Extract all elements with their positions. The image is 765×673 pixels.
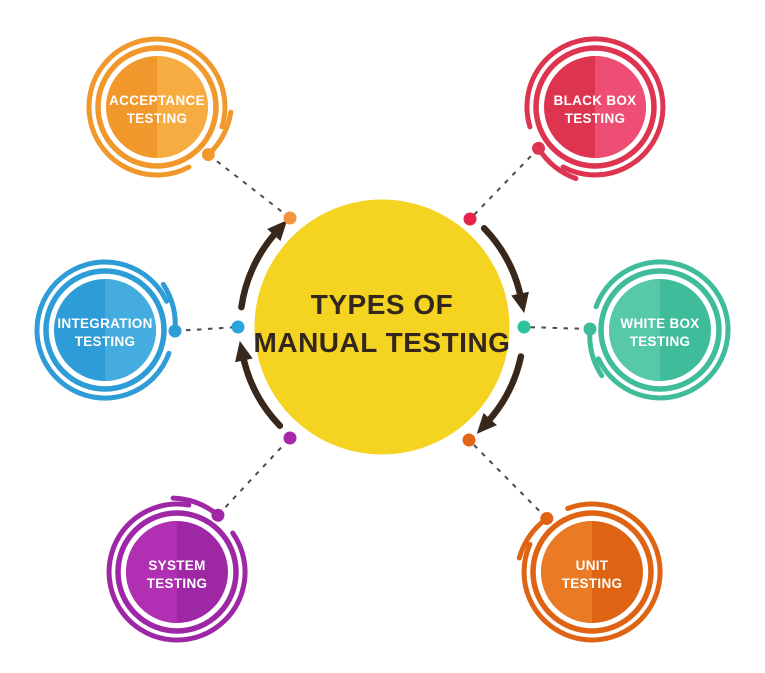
center-dot-white-box: [517, 320, 531, 334]
node-spiral: [583, 259, 731, 401]
connector-line-black-box: [469, 147, 540, 220]
node-label-line1: WHITE BOX: [620, 316, 699, 331]
connector-knob: [531, 141, 545, 155]
spiral-arc-outer: [521, 501, 663, 643]
arrow-head-top-left: [267, 220, 288, 241]
node-ring: [530, 510, 654, 634]
node-acceptance-testing: ACCEPTANCE TESTING: [86, 36, 234, 178]
arrow-arc-bottom-right: [484, 353, 525, 426]
center-dot-unit: [462, 433, 476, 447]
arrow-head-bottom-right: [476, 413, 497, 434]
node-label-line2: TESTING: [147, 576, 208, 591]
node-label-line1: INTEGRATION: [57, 316, 152, 331]
node-label-line1: BLACK BOX: [554, 93, 637, 108]
center-dot-acceptance: [283, 211, 297, 225]
rotation-arrows: [235, 220, 529, 434]
node-label-line1: ACCEPTANCE: [109, 93, 205, 108]
spiral-arc-outer: [34, 259, 172, 401]
node-ring: [115, 510, 239, 634]
connector-knob: [211, 508, 225, 522]
node-ring: [95, 45, 219, 169]
node-ring: [43, 268, 167, 392]
connector-knob: [168, 324, 182, 338]
connector-line-white-box: [523, 326, 591, 330]
center-dot-integration: [231, 320, 245, 334]
center-dots: [231, 211, 531, 447]
center-title: TYPES OF MANUAL TESTING: [254, 289, 511, 358]
node-label-line2: TESTING: [630, 334, 691, 349]
center-dot-system: [283, 431, 297, 445]
node-spiral: [86, 36, 234, 178]
node-spiral: [516, 501, 663, 643]
connector-knob: [540, 512, 554, 526]
connector-knob: [583, 322, 597, 336]
node-ring: [533, 45, 657, 169]
spiral-arc-outer: [86, 36, 228, 178]
arrow-arc-bottom-left: [239, 353, 284, 429]
node-black-box-testing: BLACK BOX TESTING: [524, 36, 666, 182]
center-dot-black-box: [463, 212, 477, 226]
node-unit-testing: UNIT TESTING: [516, 501, 663, 643]
node-label-line1: SYSTEM: [148, 558, 205, 573]
spiral-arc-outer: [106, 501, 248, 643]
center-circle: [254, 199, 510, 455]
node-label-line2: TESTING: [562, 576, 623, 591]
node-integration-testing: INTEGRATION TESTING: [34, 259, 182, 401]
connector-line-acceptance: [207, 153, 291, 219]
connector-lines: [174, 147, 591, 520]
connector-line-system: [217, 437, 291, 516]
node-label-line2: TESTING: [127, 111, 188, 126]
node-system-testing: SYSTEM TESTING: [106, 495, 248, 643]
center-title-line1: TYPES OF: [311, 289, 453, 320]
node-ring: [598, 268, 722, 392]
node-label-line2: TESTING: [565, 111, 626, 126]
connector-line-integration: [174, 326, 239, 332]
arrow-arc-top-right: [480, 225, 525, 301]
arrow-arc-top-left: [238, 228, 280, 311]
node-label-line1: UNIT: [576, 558, 609, 573]
node-white-box-testing: WHITE BOX TESTING: [583, 259, 731, 401]
spiral-arc-outer: [524, 36, 666, 178]
connector-line-unit: [468, 439, 548, 520]
spiral-arc-outer: [593, 259, 731, 401]
node-spiral: [106, 495, 248, 643]
center-title-line2: MANUAL TESTING: [254, 327, 511, 358]
node-spiral: [524, 36, 666, 182]
arrow-head-top-right: [511, 291, 529, 314]
node-spiral: [34, 259, 182, 401]
arrow-head-bottom-left: [235, 340, 253, 363]
node-label-line2: TESTING: [75, 334, 136, 349]
connector-knob: [201, 148, 215, 162]
